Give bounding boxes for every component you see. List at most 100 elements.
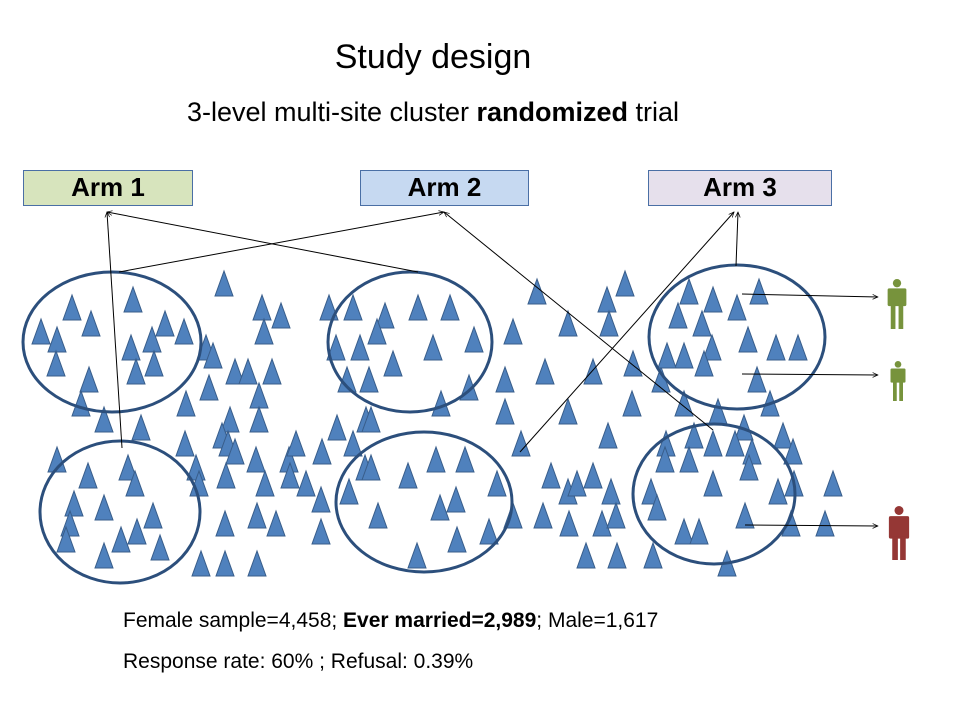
- subtitle-prefix: 3-level multi-site cluster: [186, 97, 477, 127]
- triangle-icon: [735, 501, 755, 529]
- triangle-icon: [408, 293, 428, 321]
- triangle-icon: [359, 365, 379, 393]
- triangle-icon: [118, 453, 138, 481]
- triangle-icon: [339, 477, 359, 505]
- subtitle: 3-level multi-site cluster randomized tr…: [0, 97, 866, 128]
- triangle-icon: [312, 437, 332, 465]
- triangle-icon: [280, 461, 300, 489]
- cluster-ellipses: [21, 263, 827, 585]
- triangle-icon: [327, 413, 347, 441]
- triangle-icon: [125, 469, 145, 497]
- triangle-icon: [214, 269, 234, 297]
- triangle-icon: [446, 485, 466, 513]
- triangle-icon: [94, 405, 114, 433]
- triangle-icon: [249, 381, 269, 409]
- triangle-icon: [247, 549, 267, 577]
- triangle-icon: [326, 333, 346, 361]
- triangle-icon: [703, 429, 723, 457]
- cluster-ellipse: [38, 439, 202, 585]
- triangle-icon: [623, 349, 643, 377]
- triangle-icon: [823, 469, 843, 497]
- figure-leg-left: [893, 381, 897, 401]
- triangle-icon: [694, 349, 714, 377]
- triangle-icon: [583, 357, 603, 385]
- triangle-icon: [533, 501, 553, 529]
- arrow-line: [519, 212, 734, 453]
- girl-figure-icon: [890, 361, 906, 401]
- triangle-icon: [689, 517, 709, 545]
- triangle-icon: [225, 437, 245, 465]
- triangle-icon: [398, 461, 418, 489]
- triangle-icon: [246, 445, 266, 473]
- triangle-icon: [747, 365, 767, 393]
- triangle-icon: [216, 461, 236, 489]
- figure-leg-right: [900, 536, 906, 560]
- triangle-icon: [766, 333, 786, 361]
- triangle-icon: [479, 517, 499, 545]
- triangle-icon: [773, 421, 793, 449]
- triangle-icon: [738, 325, 758, 353]
- figure-leg-right: [898, 305, 904, 329]
- cluster-ellipse: [647, 263, 827, 411]
- figure-leg-left: [890, 305, 896, 329]
- triangle-icon: [440, 293, 460, 321]
- triangle-icon: [143, 501, 163, 529]
- triangle-icon: [249, 405, 269, 433]
- triangle-icon: [121, 333, 141, 361]
- triangle-icon: [703, 469, 723, 497]
- triangle-icon: [783, 437, 803, 465]
- triangle-icon: [142, 325, 162, 353]
- randomization-arrows: [107, 212, 878, 526]
- triangle-icon: [350, 333, 370, 361]
- triangle-icon: [447, 525, 467, 553]
- triangle-icon: [111, 525, 131, 553]
- triangle-icon: [220, 405, 240, 433]
- triangle-icon: [455, 445, 475, 473]
- triangle-icon: [94, 541, 114, 569]
- triangle-icon: [78, 461, 98, 489]
- triangle-icon: [247, 501, 267, 529]
- triangle-icon: [674, 517, 694, 545]
- triangle-icon: [674, 341, 694, 369]
- triangle-icon: [123, 285, 143, 313]
- triangle-icon: [311, 517, 331, 545]
- triangle-icon: [407, 541, 427, 569]
- ever-married-stat: Ever married=2,989: [343, 609, 537, 632]
- triangle-icon: [558, 397, 578, 425]
- triangle-icon: [296, 469, 316, 497]
- triangle-icon: [203, 341, 223, 369]
- arrow-line: [741, 374, 878, 375]
- triangle-icon: [255, 469, 275, 497]
- triangle-icon: [176, 389, 196, 417]
- triangle-icon: [703, 285, 723, 313]
- arrow-line: [107, 212, 419, 273]
- arrow-line: [107, 212, 123, 449]
- cluster-ellipse: [334, 430, 514, 574]
- triangle-icon: [62, 293, 82, 321]
- triangle-icon: [199, 373, 219, 401]
- triangle-icon: [430, 493, 450, 521]
- triangle-icon: [615, 269, 635, 297]
- sample-stats-suffix: ; Male=1,617: [536, 609, 659, 632]
- triangle-icon: [598, 421, 618, 449]
- triangle-icon: [31, 317, 51, 345]
- triangle-icon: [191, 549, 211, 577]
- triangle-icon: [464, 325, 484, 353]
- triangle-icon: [592, 509, 612, 537]
- arm-2-box: Arm 2: [360, 170, 529, 206]
- triangle-icon: [622, 389, 642, 417]
- cluster-ellipse: [631, 422, 797, 566]
- triangle-icon: [655, 445, 675, 473]
- triangle-icon: [71, 389, 91, 417]
- arrow-line: [744, 525, 878, 526]
- woman-figure-icon: [887, 279, 907, 329]
- triangle-icon: [361, 453, 381, 481]
- triangle-icon: [768, 477, 788, 505]
- population-units: [31, 269, 843, 577]
- triangle-icon: [361, 405, 381, 433]
- triangle-icon: [725, 429, 745, 457]
- response-stats: Response rate: 60% ; Refusal: 0.39%: [123, 650, 474, 673]
- triangle-icon: [47, 445, 67, 473]
- arrow-line: [118, 212, 444, 273]
- triangle-icon: [423, 333, 443, 361]
